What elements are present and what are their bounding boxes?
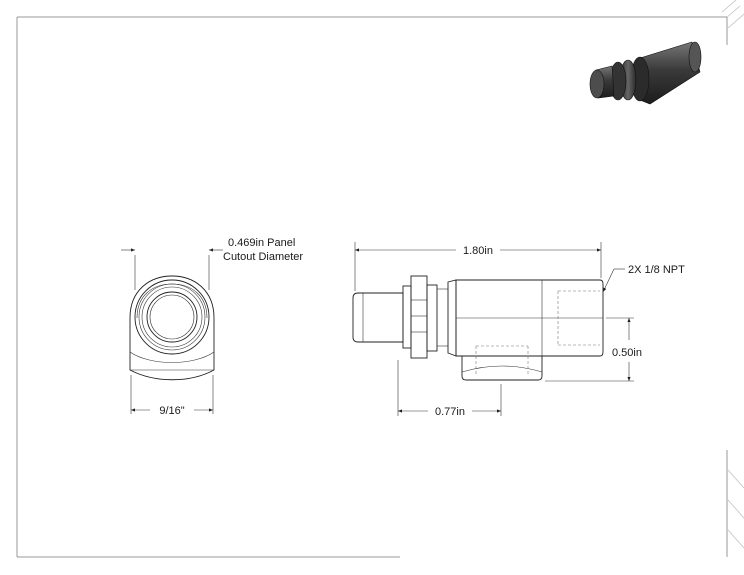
sheet-border (16, 0, 744, 558)
overall-length-dimension: 1.80in (354, 242, 602, 291)
overall-length-label: 1.80in (463, 245, 493, 257)
panel-cutout-label-line1: 0.469in Panel (228, 237, 295, 249)
height-label: 0.50in (612, 347, 642, 359)
panel-cutout-dimension: 0.469in Panel Cutout Diameter (121, 237, 303, 290)
front-width-label: 9/16" (159, 405, 184, 417)
isometric-render (589, 41, 702, 105)
front-width-dimension: 9/16" (130, 375, 214, 417)
npt-callout: 2X 1/8 NPT (602, 264, 685, 293)
front-view (129, 275, 215, 381)
npt-callout-label: 2X 1/8 NPT (628, 264, 685, 276)
offset-length-dimension: 0.77in (397, 360, 502, 418)
height-dimension: 0.50in (545, 317, 642, 382)
offset-length-label: 0.77in (435, 406, 465, 418)
side-view (352, 275, 604, 381)
panel-cutout-label-line2: Cutout Diameter (223, 251, 303, 263)
